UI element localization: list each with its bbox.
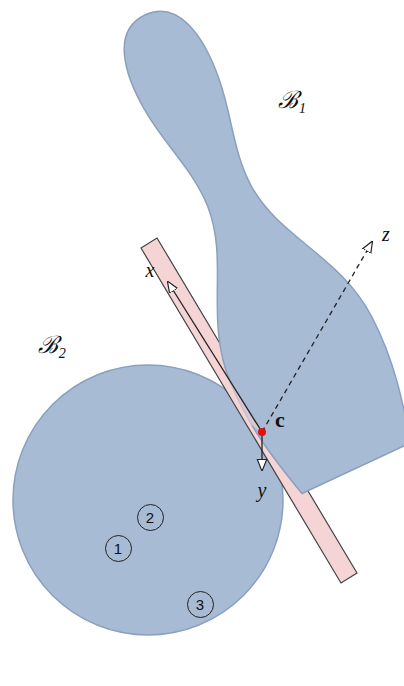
x-axis [168, 282, 262, 432]
body-label: ℬ₁ [278, 88, 306, 112]
pin-outline [74, 0, 404, 501]
point-label: c [275, 409, 285, 431]
callout-number: 1 [114, 541, 122, 556]
y-axis [261, 432, 262, 470]
callout-number: 2 [146, 510, 154, 525]
callout-number: 3 [196, 597, 204, 612]
axis-label: z [382, 224, 390, 244]
axis-label: x [146, 260, 155, 280]
callout-circle: 2 [137, 504, 164, 531]
body-label: ℬ₂ [38, 333, 66, 357]
contact-point [258, 428, 266, 436]
callout-circle: 1 [105, 535, 132, 562]
axis-label: y [258, 480, 267, 500]
bowling-pin [74, 0, 404, 501]
z-axis [262, 242, 372, 432]
callout-circle: 3 [187, 591, 214, 618]
